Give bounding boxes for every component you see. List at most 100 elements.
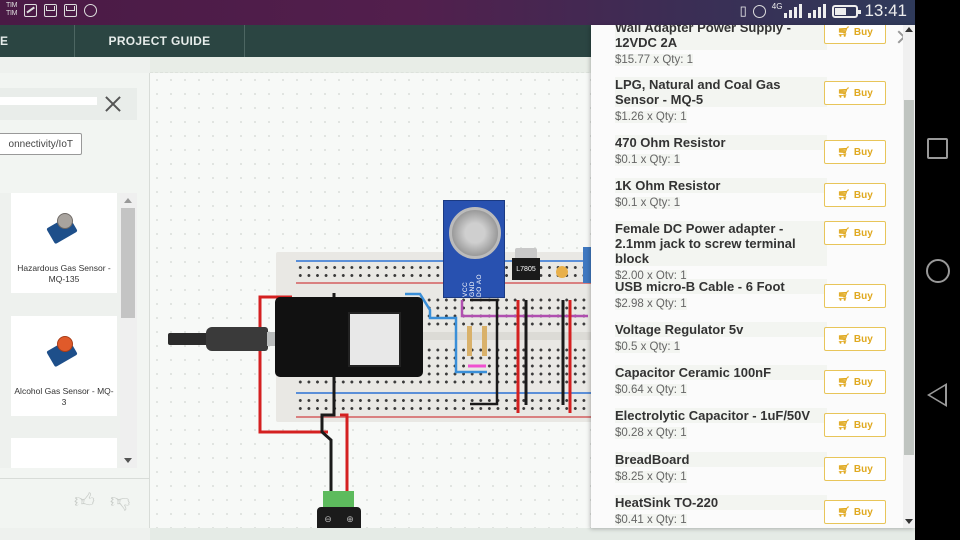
minus-terminal-icon: ⊖ [324,513,332,524]
thumbs-up-icon[interactable]: 👍︎ [74,490,95,512]
part-card[interactable]: Alcohol Gas Sensor - MQ-3 [11,316,117,416]
bom-item-name: Electrolytic Capacitor - 1uF/50V [615,408,827,423]
electrolytic-capacitor[interactable] [583,247,591,283]
recents-icon[interactable] [927,138,948,159]
buy-button[interactable]: 🛒︎Buy [824,457,886,481]
sensor-pin-labels: VCC GND DO AO [462,273,483,297]
bom-item: LPG, Natural and Coal Gas Sensor - MQ-5 $… [615,77,890,125]
buy-label: Buy [853,290,873,302]
cart-icon: 🛒︎ [837,26,850,38]
thumbs-down-icon[interactable]: 👎︎ [110,490,131,512]
bom-item-name: Wall Adapter Power Supply - 12VDC 2A [615,25,827,50]
bom-item-name: HeatSink TO-220 [615,495,827,510]
scroll-up-icon[interactable] [124,198,132,203]
category-chip[interactable]: onnectivity/IoT [0,133,82,155]
mq5-sensor[interactable]: VCC GND DO AO [443,200,505,298]
search-bar [0,88,137,120]
nodemcu-board[interactable] [275,297,423,377]
buy-label: Buy [853,26,873,38]
home-icon[interactable] [926,259,950,283]
resistor-1k[interactable] [482,326,487,356]
alarm-icon [84,3,98,17]
bom-scrollbar[interactable] [903,25,915,528]
part-card[interactable] [11,438,117,468]
bom-item-price: $2.98 x Qty: 1 [615,298,687,310]
buy-button[interactable]: 🛒︎Buy [824,25,886,44]
bom-item-name: Female DC Power adapter - 2.1mm jack to … [615,221,827,266]
alcohol-sensor-icon [46,336,79,368]
canvas-bottom-strip [150,528,915,540]
scroll-down-icon[interactable] [905,519,913,524]
buy-button[interactable]: 🛒︎Buy [824,370,886,394]
bom-item: 1K Ohm Resistor$0.1 x Qty: 1🛒︎Buy [615,178,890,211]
regulator-label: L7805 [512,258,540,280]
tab-project-guide[interactable]: PROJECT GUIDE [75,25,245,57]
cart-icon: 🛒︎ [837,227,850,239]
terminal-screws [323,491,354,508]
mail-icon [64,3,78,17]
rail-line-red [296,416,596,418]
wire-black[interactable] [320,293,336,493]
bom-item-name: LPG, Natural and Coal Gas Sensor - MQ-5 [615,77,827,107]
scroll-down-icon[interactable] [124,458,132,463]
bom-item: USB micro-B Cable - 6 Foot $2.98 x Qty: 1… [615,279,890,312]
carrier-label: TIM TIM [6,2,17,18]
resistor-470[interactable] [467,326,472,356]
buy-button[interactable]: 🛒︎Buy [824,140,886,164]
buy-label: Buy [853,376,873,388]
dc-terminal-block[interactable]: ⊖ ⊕ [317,491,361,531]
buy-label: Buy [853,146,873,158]
wire-blue[interactable] [405,292,487,374]
usb-cable[interactable] [168,327,281,351]
parts-panel: onnectivity/IoT Hazardous Gas Sensor - M… [0,73,150,528]
part-label: Alcohol Gas Sensor - MQ-3 [14,386,114,407]
gallery-icon [24,3,38,17]
ceramic-capacitor[interactable] [556,266,568,278]
terminal-body: ⊖ ⊕ [317,507,361,531]
search-input[interactable] [0,97,97,105]
cart-icon: 🛒︎ [837,146,850,158]
wire-purple[interactable] [460,300,588,318]
wire-red[interactable] [340,413,349,493]
scroll-thumb[interactable] [904,100,914,455]
wire-black[interactable] [470,298,499,406]
bom-item-price: $0.5 x Qty: 1 [615,341,681,353]
bom-item-price: $1.26 x Qty: 1 [615,111,687,123]
scroll-up-icon[interactable] [905,27,913,32]
buy-button[interactable]: 🛒︎Buy [824,81,886,105]
tab-previous[interactable]: E [0,25,75,57]
gas-sensor-icon [46,213,79,245]
rail-holes [296,406,592,411]
rail-holes [296,398,592,403]
bom-item-price: $0.28 x Qty: 1 [615,427,687,439]
bom-item-name: USB micro-B Cable - 6 Foot [615,279,827,294]
bom-item: Electrolytic Capacitor - 1uF/50V $0.28 x … [615,408,890,441]
feedback-row: 👍︎ 👎︎ [0,478,150,528]
cart-icon: 🛒︎ [837,333,850,345]
parts-scrollbar[interactable] [120,193,137,468]
buy-label: Buy [853,333,873,345]
voltage-regulator[interactable]: L7805 [512,248,540,280]
mail-icon [44,3,58,17]
part-card[interactable]: Hazardous Gas Sensor - MQ-135 [11,193,117,293]
back-icon[interactable] [927,383,947,407]
carrier-2: TIM [6,10,18,17]
signal-icon [808,4,827,18]
buy-button[interactable]: 🛒︎Buy [824,413,886,437]
buy-button[interactable]: 🛒︎Buy [824,284,886,308]
usb-cable-cord [168,333,208,345]
bom-item-name: Capacitor Ceramic 100nF [615,365,827,380]
scroll-thumb[interactable] [121,208,135,318]
cart-icon: 🛒︎ [837,376,850,388]
bom-item: Capacitor Ceramic 100nF$0.64 x Qty: 1🛒︎B… [615,365,890,398]
buy-label: Buy [853,506,873,518]
status-bar: TIM TIM ▯ 4G 13:41 [0,0,915,25]
buy-button[interactable]: 🛒︎Buy [824,500,886,524]
buy-button[interactable]: 🛒︎Buy [824,183,886,207]
buy-label: Buy [853,227,873,239]
bom-item: HeatSink TO-220 $0.41 x Qty: 1 🛒︎Buy [615,495,890,528]
buy-button[interactable]: 🛒︎Buy [824,327,886,351]
cart-icon: 🛒︎ [837,290,850,302]
buy-button[interactable]: 🛒︎Buy [824,221,886,245]
bom-item-price: $0.41 x Qty: 1 [615,514,687,526]
